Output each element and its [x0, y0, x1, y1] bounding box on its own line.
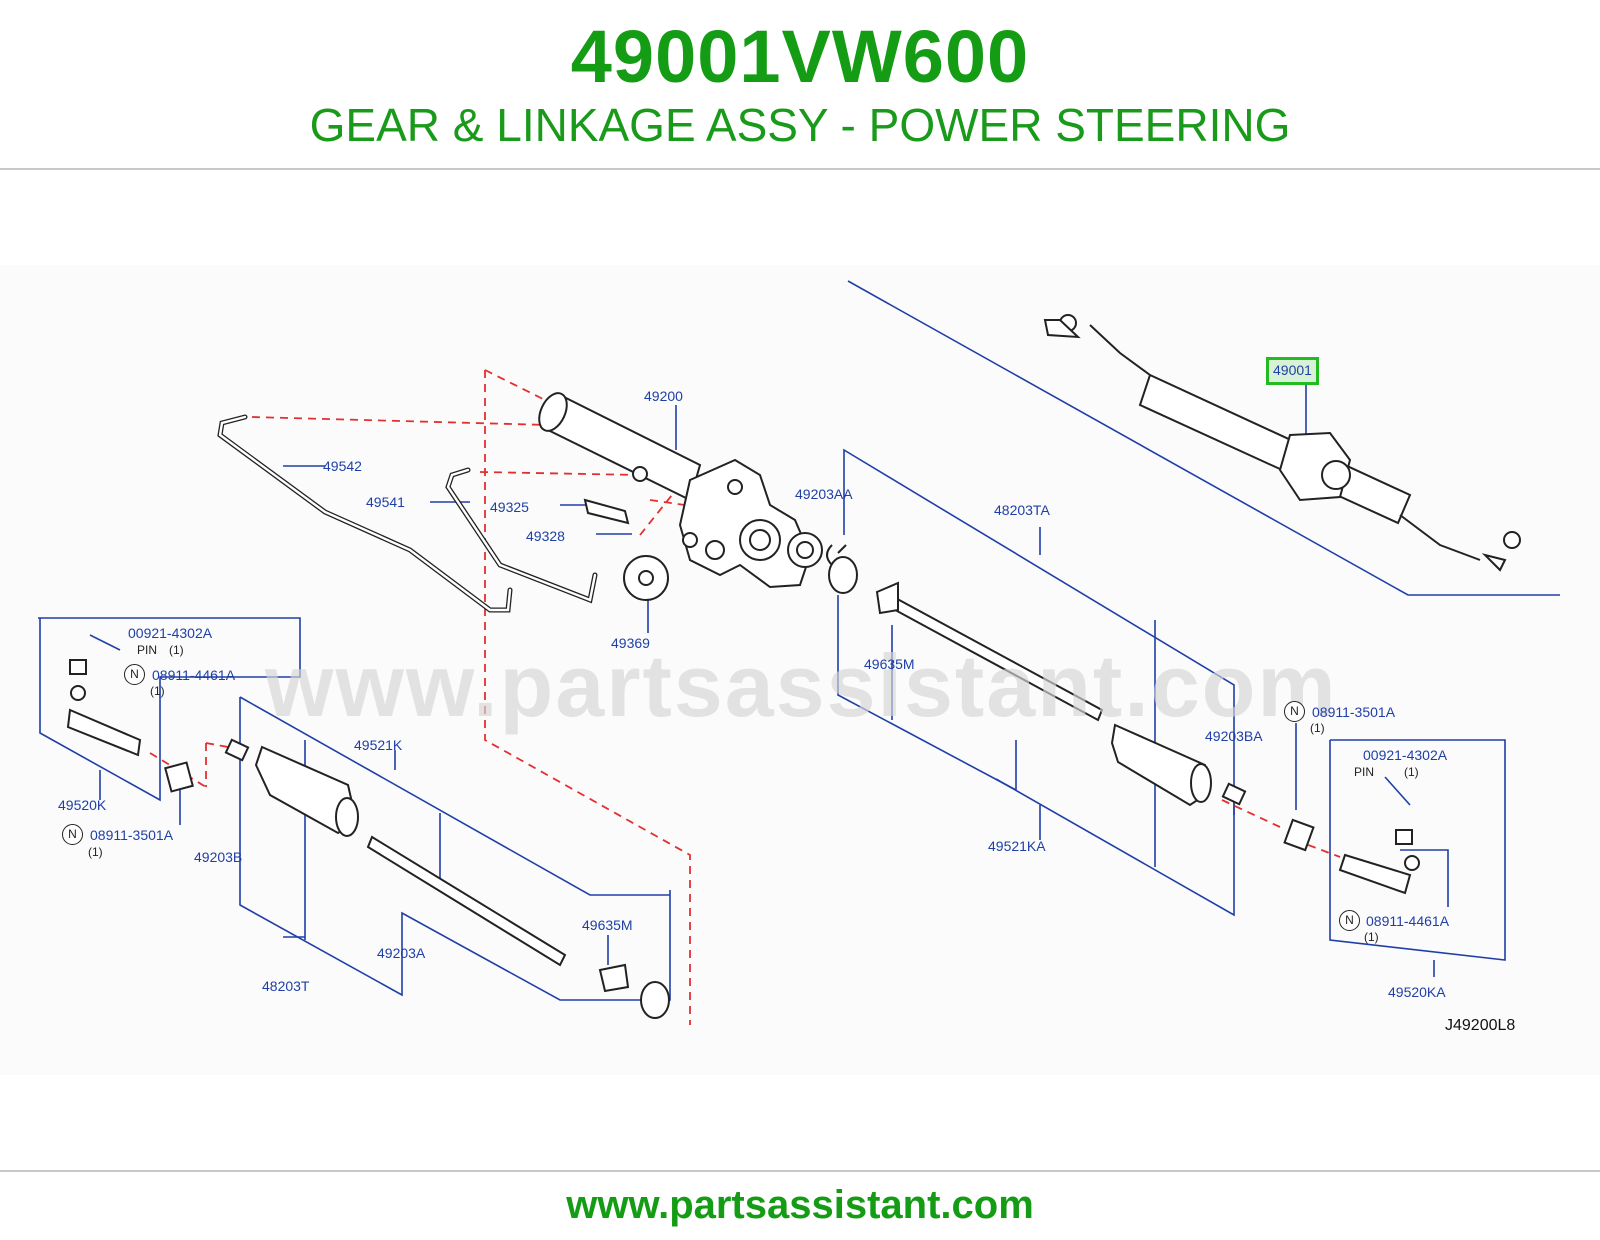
label-49521KA[interactable]: 49521KA: [988, 838, 1046, 854]
label-00921-4302A-right[interactable]: 00921-4302A: [1363, 747, 1448, 763]
label-08911-4461A-right[interactable]: 08911-4461A: [1366, 913, 1450, 929]
label-49203BA[interactable]: 49203BA: [1205, 728, 1263, 744]
label-49635M-right[interactable]: 49635M: [864, 656, 915, 672]
assembly-subtitle: GEAR & LINKAGE ASSY - POWER STEERING: [309, 99, 1291, 151]
gear-housing-49200: [538, 392, 858, 601]
label-49541[interactable]: 49541: [366, 494, 405, 510]
tie-rod-end-left: [66, 708, 142, 757]
watermark: www.partsassistant.com: [265, 636, 1338, 735]
part-number-title: 49001VW600: [570, 15, 1030, 98]
footer-url[interactable]: www.partsassistant.com: [566, 1183, 1034, 1227]
n-badge-left-4461: N: [124, 664, 145, 685]
label-49520K[interactable]: 49520K: [58, 797, 107, 813]
qty-note-left-pin: (1): [169, 643, 184, 657]
tie-rod-end-right: [1338, 853, 1412, 895]
label-49328[interactable]: 49328: [526, 528, 565, 544]
assembled-rack-49001: [1043, 314, 1521, 572]
assembly-callout-line: [847, 280, 1560, 596]
label-49635M-left[interactable]: 49635M: [582, 917, 633, 933]
n-badge-right-3501: N: [1284, 701, 1305, 722]
qty-note-right-pin: (1): [1404, 765, 1419, 779]
boot-left: [254, 745, 358, 835]
label-49203B[interactable]: 49203B: [194, 849, 243, 865]
label-48203T[interactable]: 48203T: [262, 978, 310, 994]
page-header: 49001VW600 GEAR & LINKAGE ASSY - POWER S…: [0, 0, 1600, 170]
n-badge-right-4461: N: [1339, 910, 1360, 931]
highlight-49001[interactable]: 49001: [1266, 357, 1319, 385]
parts-diagram: www.partsassistant.com 49200 49001 49542…: [0, 265, 1600, 1075]
label-49542[interactable]: 49542: [323, 458, 362, 474]
pin-note-right: PIN: [1354, 765, 1375, 779]
label-08911-3501A-left[interactable]: 08911-3501A: [90, 827, 174, 843]
exploded-view-drawing: [38, 280, 1560, 1025]
n-badge-left-3501: N: [62, 824, 83, 845]
qty-note-right-4461: (1): [1364, 930, 1379, 944]
label-49325[interactable]: 49325: [490, 499, 529, 515]
qty-note-left-4461: (1): [150, 684, 165, 698]
footer-divider: [0, 1170, 1600, 1172]
rack-bar-left: [366, 835, 567, 967]
label-00921-4302A-left[interactable]: 00921-4302A: [128, 625, 213, 641]
qty-note-left-3501: (1): [88, 845, 103, 859]
label-08911-3501A-right[interactable]: 08911-3501A: [1312, 704, 1396, 720]
diagram-reference-code: J49200L8: [1445, 1017, 1516, 1034]
label-48203TA[interactable]: 48203TA: [994, 502, 1050, 518]
label-08911-4461A-left[interactable]: 08911-4461A: [152, 667, 236, 683]
header-divider: [0, 168, 1600, 170]
qty-note-right-3501: (1): [1310, 721, 1325, 735]
label-49520KA[interactable]: 49520KA: [1388, 984, 1446, 1000]
label-49001[interactable]: 49001: [1273, 362, 1312, 378]
label-49521K[interactable]: 49521K: [354, 737, 403, 753]
pin-note-left: PIN: [137, 643, 158, 657]
label-49369[interactable]: 49369: [611, 635, 650, 651]
label-49203A[interactable]: 49203A: [377, 945, 426, 961]
label-49203AA[interactable]: 49203AA: [795, 486, 853, 502]
label-49200[interactable]: 49200: [644, 388, 683, 404]
